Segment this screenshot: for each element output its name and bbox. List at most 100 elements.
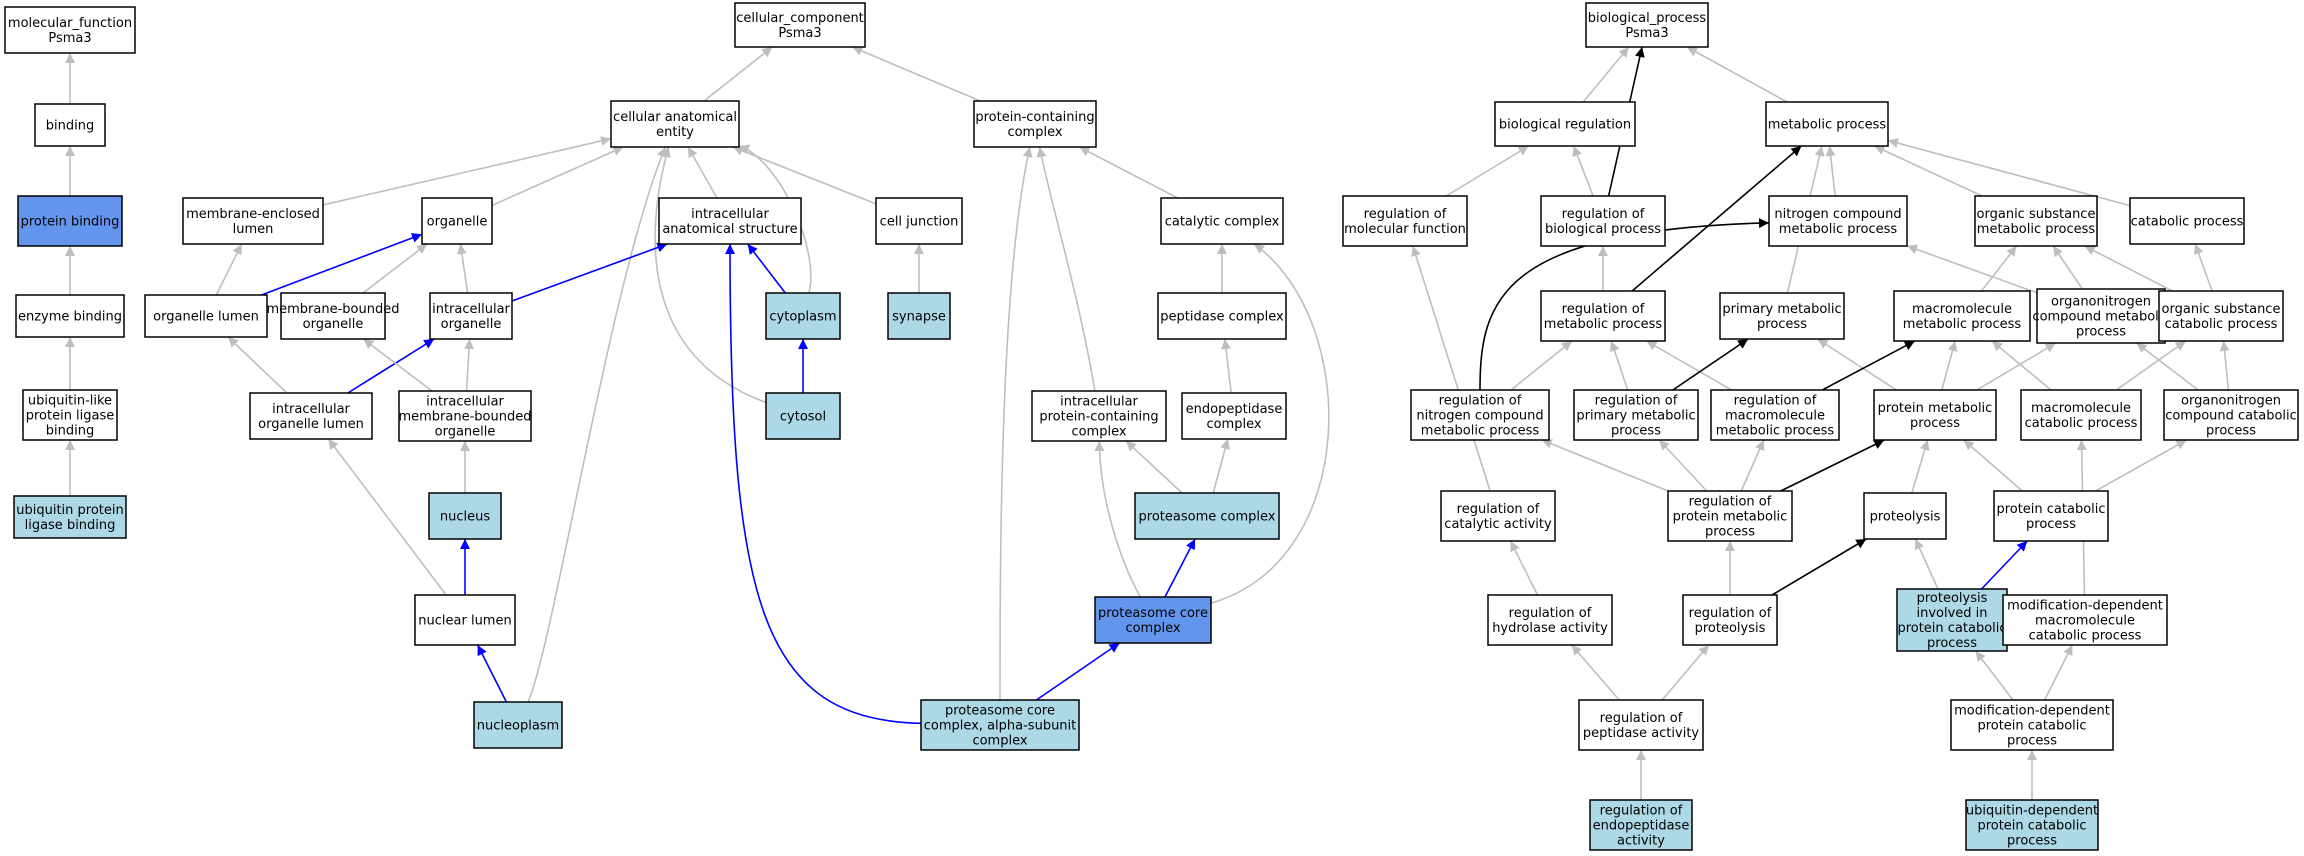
node-metabolic[interactable]: metabolic process [1765,101,1889,147]
node-label-line: endopeptidase [1593,819,1690,834]
node-organelle[interactable]: organelle [421,197,493,245]
node-box [1134,492,1280,540]
node-catabolic[interactable]: catabolic process [2129,197,2245,245]
node-label-line: endopeptidase [1186,402,1283,417]
node-label-line: catabolic process [2029,629,2142,644]
node-catalytic-complex[interactable]: catalytic complex [1160,197,1284,245]
edge-line [261,233,423,296]
edge-macromol_cat-to-os_cat [2115,340,2187,391]
node-enzyme-binding[interactable]: enzyme binding [15,294,125,338]
edge-line [687,146,718,199]
edge-line [2193,243,2213,292]
node-box [1719,292,1845,340]
edge-line [227,336,288,394]
node-box [1160,197,1284,245]
edge-proteasome_core-to-proteasome_complex [1164,538,1196,598]
node-label-line: regulation of [1364,207,1447,222]
node-cytoplasm[interactable]: cytoplasm [765,292,841,340]
node-label-line: regulation of [1439,394,1522,409]
node-box [15,294,125,338]
node-protein-binding[interactable]: protein binding [17,195,123,247]
node-label-line: synapse [892,310,946,325]
edge-line [1572,145,1594,197]
node-peptidase-complex[interactable]: peptidase complex [1157,292,1287,340]
node-organelle-lumen[interactable]: organelle lumen [144,294,268,338]
node-nucleoplasm[interactable]: nucleoplasm [473,701,563,749]
node-label-line: catabolic process [2131,215,2244,230]
node-label-line: nitrogen compound [1774,207,1901,222]
node-cell-junction[interactable]: cell junction [875,197,963,245]
edge-line [1821,340,1916,391]
node-label-line: compound metabolic [2032,310,2169,325]
node-moddep-macro[interactable]: modification-dependentmacromoleculecatab… [2002,594,2168,646]
node-bio-reg[interactable]: biological regulation [1494,101,1636,147]
node-label-line: regulation of [1457,502,1540,517]
node-box [1157,292,1287,340]
edge-line [464,338,475,392]
edge-line [999,146,1033,701]
node-nucleus[interactable]: nucleus [428,492,502,540]
node-binding[interactable]: binding [34,103,106,147]
edge-line [2052,245,2084,290]
edge-reg_primary-to-reg_met [1609,340,1629,391]
edge-orgN_cat-to-orgN_met [2135,342,2199,391]
node-label-line: membrane-bounded [398,410,531,425]
edge-line [1911,439,1930,494]
node-proteasome-complex[interactable]: proteasome complex [1134,492,1280,540]
node-nuclear-lumen[interactable]: nuclear lumen [414,594,516,646]
edge-imbo-to-mbo [362,338,433,392]
node-label-line: protein metabolic [1673,510,1788,525]
edge-line [1740,439,1765,492]
node-proteolysis[interactable]: proteolysis [1863,492,1947,540]
node-cytosol[interactable]: cytosol [765,392,841,440]
edge-orgN_cat-to-os_cat [2219,340,2230,391]
node-box [1094,596,1212,644]
node-synapse[interactable]: synapse [887,292,951,340]
edge-metabolic-to-bp [1686,46,1788,103]
node-label-line: nuclear lumen [418,614,511,629]
edge-mel-to-cae [322,136,612,206]
